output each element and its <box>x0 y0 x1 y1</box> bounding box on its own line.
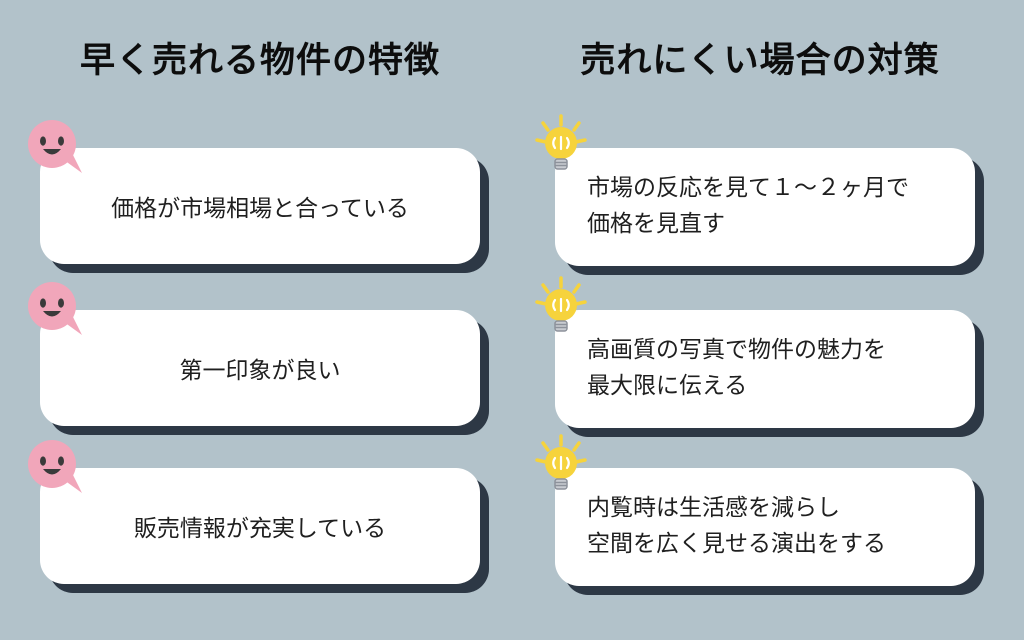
feature-card-3-text: 販売情報が充実している <box>133 516 387 542</box>
feature-card-2: 第一印象が良い <box>40 310 480 426</box>
smiley-speech-bubble-icon <box>26 280 84 342</box>
smiley-speech-bubble-icon <box>26 118 84 180</box>
feature-card-2-text: 第一印象が良い <box>179 358 341 384</box>
smiley-speech-bubble-icon <box>26 438 84 500</box>
lightbulb-icon <box>528 274 594 344</box>
tip-card-3-text: 内覧時は生活感を減らし 空間を広く見せる演出をする <box>587 491 886 562</box>
tip-card-1-text: 市場の反応を見て１〜２ヶ月で 価格を見直す <box>587 171 909 242</box>
tip-card-1: 市場の反応を見て１〜２ヶ月で 価格を見直す <box>555 148 975 266</box>
tip-card-3: 内覧時は生活感を減らし 空間を広く見せる演出をする <box>555 468 975 586</box>
tip-card-1-line2: 価格を見直す <box>587 211 725 237</box>
tip-card-3-line2: 空間を広く見せる演出をする <box>587 531 886 557</box>
feature-card-1-text: 価格が市場相場と合っている <box>111 196 409 222</box>
tip-card-1-line1: 市場の反応を見て１〜２ヶ月で <box>587 175 909 202</box>
feature-card-3: 販売情報が充実している <box>40 468 480 584</box>
tip-card-2-text: 高画質の写真で物件の魅力を 最大限に伝える <box>587 333 886 404</box>
right-column-title: 売れにくい場合の対策 <box>580 41 940 81</box>
tip-card-3-line1: 内覧時は生活感を減らし <box>587 495 840 522</box>
feature-card-1: 価格が市場相場と合っている <box>40 148 480 264</box>
tip-card-2-line2: 最大限に伝える <box>587 373 748 399</box>
tip-card-2: 高画質の写真で物件の魅力を 最大限に伝える <box>555 310 975 428</box>
tip-card-2-line1: 高画質の写真で物件の魅力を <box>587 337 886 364</box>
left-column-title: 早く売れる物件の特徴 <box>79 41 440 81</box>
lightbulb-icon <box>528 112 594 182</box>
lightbulb-icon <box>528 432 594 502</box>
